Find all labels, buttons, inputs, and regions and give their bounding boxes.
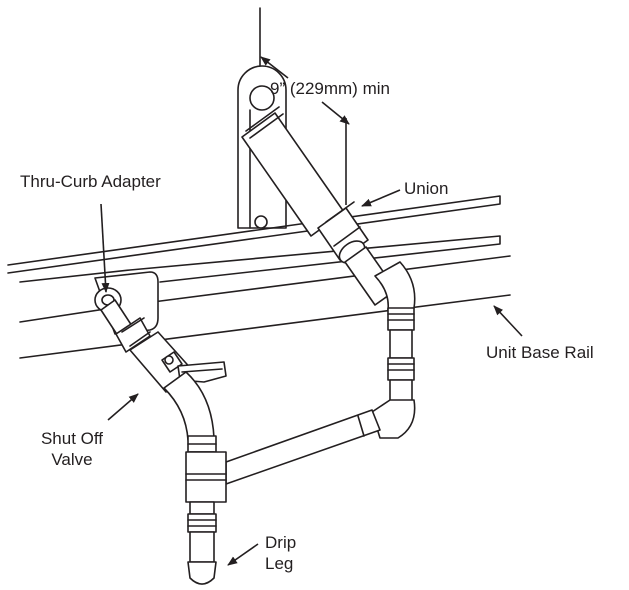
left-elbow [163,371,215,441]
adapter-leader [100,203,110,293]
drip-label-line-1: Drip [265,533,297,552]
union-leader [361,189,401,207]
valve-label-line-1: Shut Off [40,429,104,448]
rail-leader [493,305,523,337]
drip-leader [227,543,259,566]
clearance-leader-lower [321,101,350,125]
valve-label: Shut Off Valve [20,428,124,470]
adapter-label: Thru-Curb Adapter [20,172,161,191]
lower-right-elbow [371,399,416,439]
horizontal-pipe [225,409,381,485]
rail-label: Unit Base Rail [486,343,594,362]
clearance-label: 9” (229mm) min [270,79,390,98]
valve-leader [107,393,139,421]
drip-label-line-2: Leg [265,554,294,573]
right-vertical-pipe [387,307,415,403]
clearance-leader-upper [260,56,289,79]
left-vertical-pipe [185,435,227,563]
drip-leg-label: Drip Leg [265,532,296,574]
valve-label-line-2: Valve [51,450,93,469]
union-label: Union [404,179,449,198]
valve-coupling [115,317,151,353]
drip-leg-cap [187,561,217,585]
